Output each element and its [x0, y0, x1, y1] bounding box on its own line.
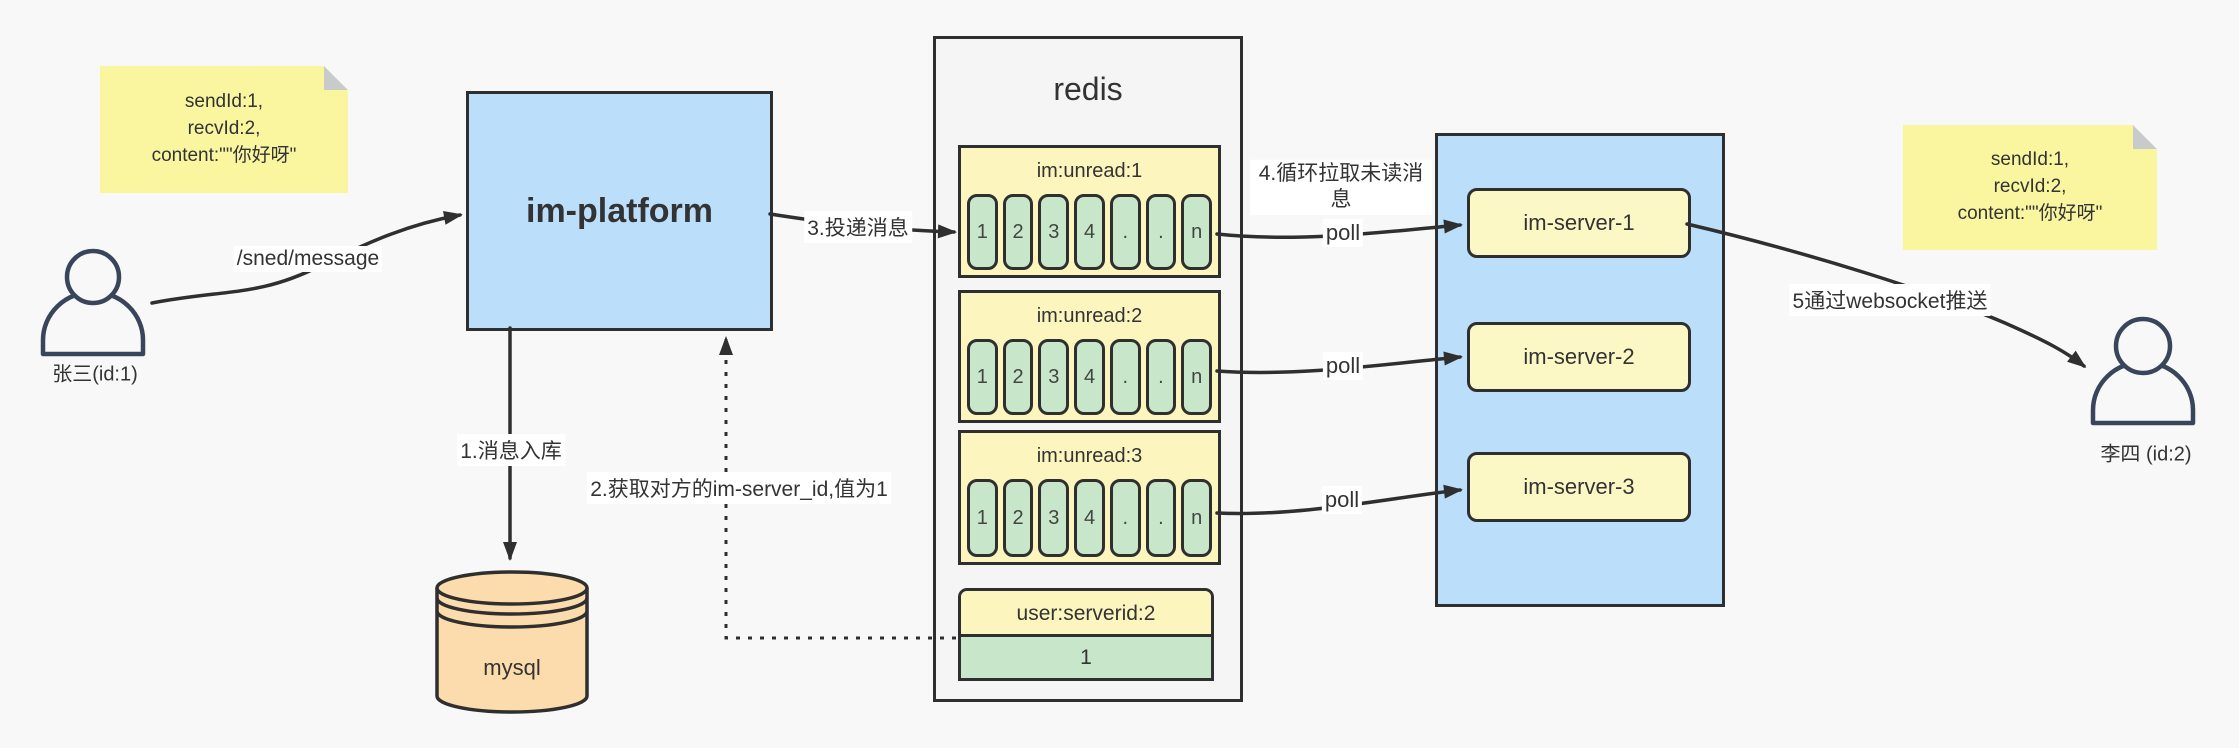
queue-cells: 1 2 3 4 . . n [967, 339, 1213, 415]
queue-im-unread-2: im:unread:2 1 2 3 4 . . n [958, 290, 1221, 423]
queue-cell: 2 [1002, 194, 1034, 270]
edge-label-poll-1: poll [1322, 219, 1364, 247]
note-line: content:""你好呀" [151, 144, 297, 166]
queue-cell: n [1181, 339, 1213, 415]
user-icon-receiver [2090, 316, 2196, 426]
edge-label-push: 5通过websocket推送 [1789, 284, 1991, 316]
edge-label-get-server-id: 2.获取对方的im-server_id,值为1 [587, 472, 891, 504]
queue-cell: 3 [1038, 479, 1070, 557]
note-line: sendId:1, [1990, 149, 2070, 171]
queue-cell: 2 [1002, 339, 1034, 415]
im-server-1-box: im-server-1 [1467, 188, 1691, 258]
user-icon-sender [40, 248, 146, 357]
queue-cells: 1 2 3 4 . . n [967, 194, 1213, 270]
edge-label-pull: 4.循环拉取未读消息 [1250, 159, 1432, 215]
receiver-label: 李四 (id:2) [2100, 443, 2192, 466]
queue-cell: 1 [967, 479, 998, 557]
kv-user-serverid: user:serverid:2 1 [958, 588, 1214, 681]
im-server-3-box: im-server-3 [1467, 452, 1691, 522]
note-fold-icon [2133, 125, 2157, 149]
queue-header: im:unread:3 [1036, 445, 1143, 467]
queue-cell: . [1145, 339, 1177, 415]
note-line: sendId:1, [184, 91, 264, 113]
queue-cell: . [1109, 194, 1141, 270]
mysql-label: mysql [483, 655, 541, 680]
queue-header: im:unread:1 [1036, 160, 1143, 182]
note-fold-icon [324, 66, 348, 90]
queue-cell: n [1181, 194, 1213, 270]
edge-label-poll-3: poll [1321, 486, 1363, 514]
note-line: recvId:2, [1993, 176, 2067, 198]
im-platform-box: im-platform [466, 91, 773, 331]
edge-label-deliver: 3.投递消息 [804, 211, 912, 243]
queue-im-unread-1: im:unread:1 1 2 3 4 . . n [958, 145, 1221, 278]
im-platform-label: im-platform [526, 191, 713, 230]
queue-cell: 2 [1002, 479, 1034, 557]
edge-label-send: /sned/message [233, 246, 383, 272]
edge-label-poll-2: poll [1322, 352, 1364, 380]
sender-label: 张三(id:1) [52, 363, 138, 386]
queue-cell: 4 [1074, 339, 1105, 415]
queue-cell: . [1145, 194, 1177, 270]
im-server-label: im-server-1 [1523, 210, 1635, 235]
queue-header: im:unread:2 [1036, 305, 1143, 327]
queue-cell: 1 [967, 194, 998, 270]
queue-cells: 1 2 3 4 . . n [967, 479, 1213, 557]
queue-cell: 3 [1038, 339, 1070, 415]
queue-cell: 4 [1074, 479, 1105, 557]
queue-cell: . [1109, 339, 1141, 415]
queue-cell: . [1109, 479, 1141, 557]
mysql-cylinder-icon [435, 570, 589, 714]
kv-header: user:serverid:2 [961, 591, 1211, 637]
im-server-label: im-server-2 [1523, 344, 1635, 369]
im-server-label: im-server-3 [1523, 474, 1635, 499]
note-line: recvId:2, [187, 118, 261, 140]
im-server-2-box: im-server-2 [1467, 322, 1691, 392]
queue-im-unread-3: im:unread:3 1 2 3 4 . . n [958, 430, 1221, 565]
kv-value: 1 [1080, 646, 1092, 669]
queue-cell: n [1181, 479, 1213, 557]
note-sender-message: sendId:1, recvId:2, content:""你好呀" [100, 66, 348, 193]
queue-cell: 3 [1038, 194, 1070, 270]
redis-title: redis [1053, 71, 1123, 107]
note-receiver-message: sendId:1, recvId:2, content:""你好呀" [1903, 125, 2157, 250]
queue-cell: 4 [1074, 194, 1105, 270]
queue-cell: 1 [967, 339, 998, 415]
note-line: content:""你好呀" [1957, 202, 2103, 224]
queue-cell: . [1145, 479, 1177, 557]
edge-label-store: 1.消息入库 [457, 434, 565, 466]
